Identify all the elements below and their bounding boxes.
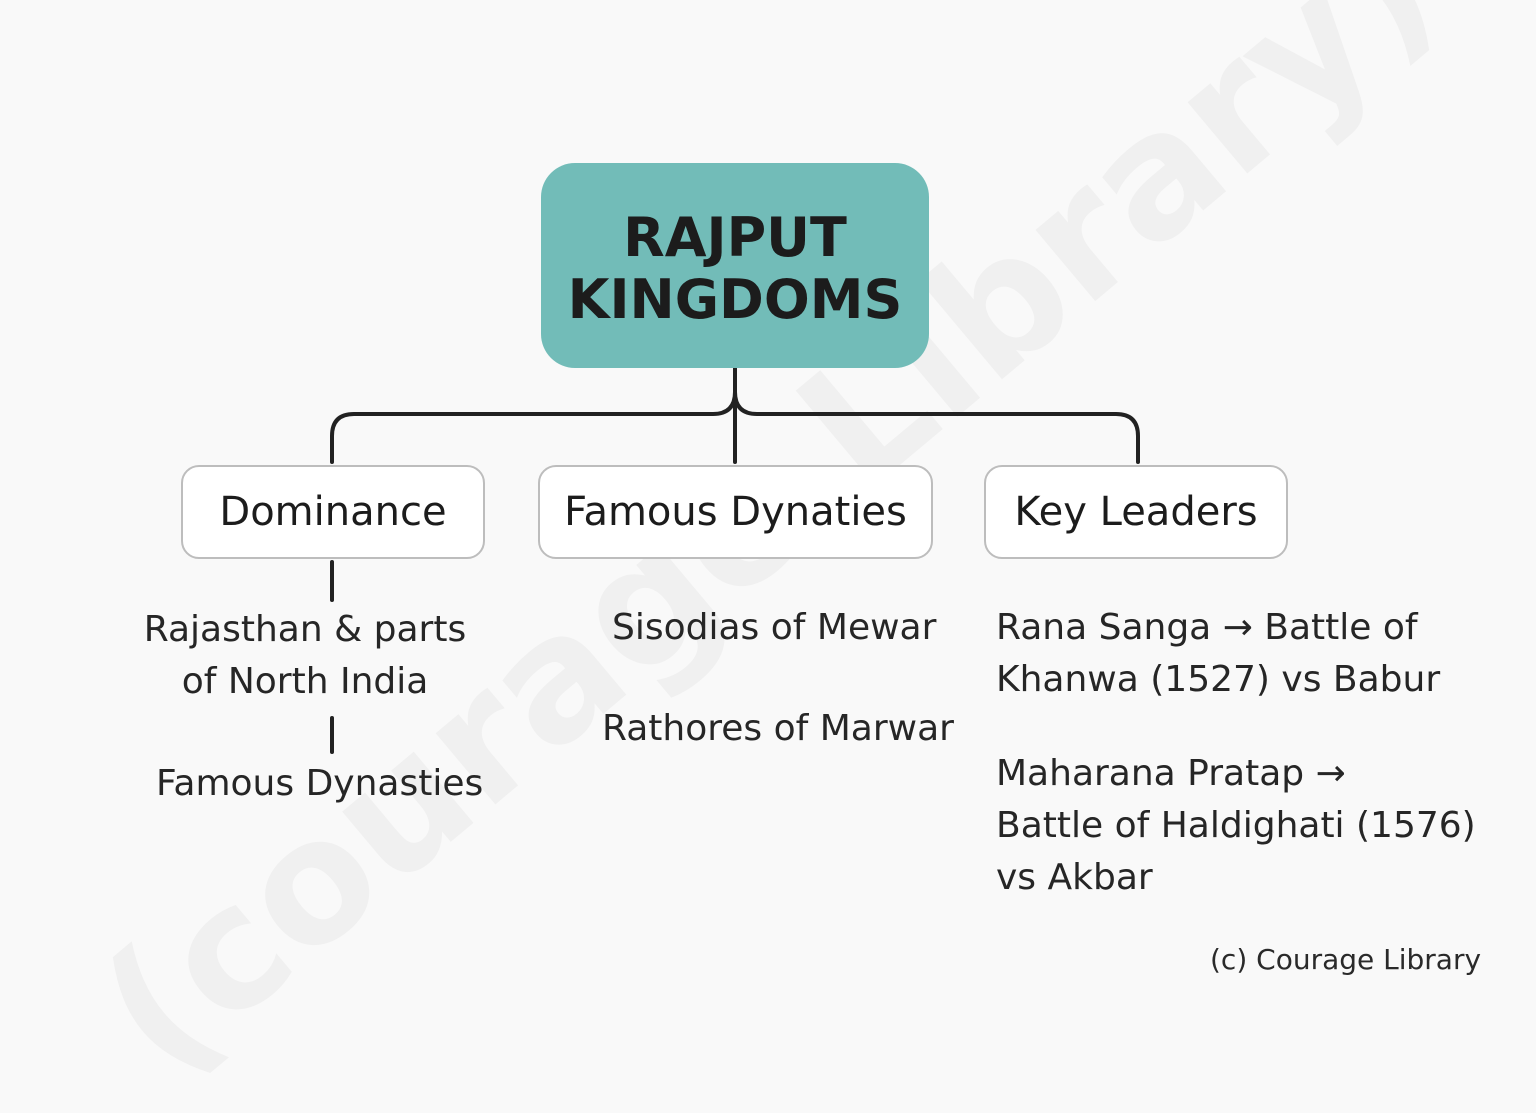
root-title-line2: KINGDOMS: [567, 267, 903, 331]
leader-maharana-pratap: Maharana Pratap → Battle of Haldighati (…: [996, 748, 1476, 904]
root-node: RAJPUT KINGDOMS: [541, 163, 929, 368]
dynasty-rathores: Rathores of Marwar: [602, 708, 954, 749]
dominance-region-text: Rajasthan & parts of North India: [130, 604, 480, 708]
branch-key-leaders: Key Leaders: [984, 465, 1288, 559]
connector-lines: [330, 366, 1140, 754]
copyright-text: (c) Courage Library: [1210, 943, 1482, 976]
leader-pratap-line3: vs Akbar: [996, 857, 1153, 898]
leader-rana-sanga-line2: Khanwa (1527) vs Babur: [996, 659, 1441, 700]
branch-leaders-label: Key Leaders: [1014, 489, 1258, 535]
leader-pratap-line1: Maharana Pratap →: [996, 753, 1346, 794]
dynasty-sisodias: Sisodias of Mewar: [612, 607, 937, 648]
leader-rana-sanga-line1: Rana Sanga → Battle of: [996, 607, 1418, 648]
branch-dominance-label: Dominance: [219, 489, 447, 535]
dominance-region-line1: Rajasthan & parts: [143, 609, 467, 650]
right-branch-line: [733, 390, 1140, 464]
left-branch-line: [330, 390, 737, 464]
dominance-dynasties-text: Famous Dynasties: [156, 763, 484, 804]
root-title-line1: RAJPUT: [623, 205, 847, 269]
leader-pratap-line2: Battle of Haldighati (1576): [996, 805, 1476, 846]
branch-dynasties-label: Famous Dynaties: [564, 489, 907, 535]
branch-famous-dynasties: Famous Dynaties: [538, 465, 933, 559]
branch-dominance: Dominance: [181, 465, 485, 559]
dominance-region-line2: of North India: [181, 661, 429, 702]
leader-rana-sanga: Rana Sanga → Battle of Khanwa (1527) vs …: [996, 602, 1440, 706]
